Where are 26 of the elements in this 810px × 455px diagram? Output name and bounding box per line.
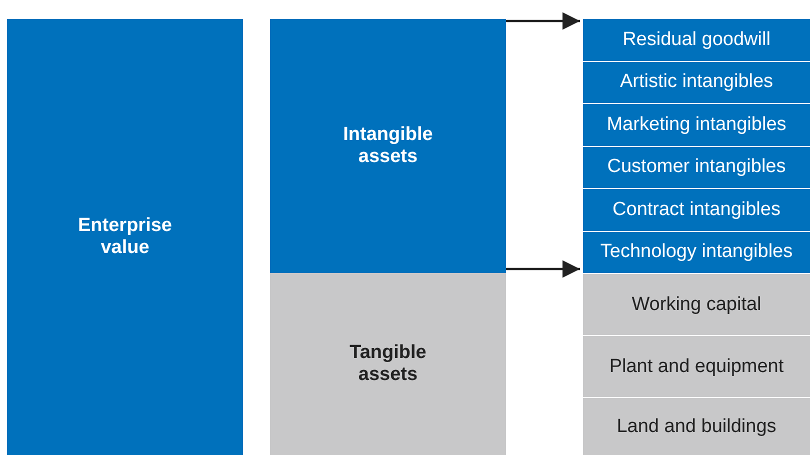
box-label: Customer intangibles: [607, 156, 786, 178]
box-label: Technology intangibles: [600, 241, 793, 264]
box-label: Marketing intangibles: [606, 114, 786, 136]
category-box: [583, 189, 810, 230]
box-label: Residual goodwill: [622, 28, 770, 51]
box-label: Intangible assets: [342, 124, 434, 168]
category-box: [270, 19, 506, 273]
box-label: Tangible assets: [348, 342, 428, 386]
category-box: [583, 398, 810, 455]
arrow: [506, 12, 580, 30]
box-label: Land and buildings: [616, 416, 776, 438]
category-box: [583, 19, 810, 60]
category-box: [583, 104, 810, 146]
box-label: Enterprise value: [77, 215, 173, 259]
arrow: [506, 260, 580, 278]
box-label: Artistic intangibles: [620, 71, 774, 94]
box-label: Contract intangibles: [612, 198, 780, 221]
category-box: [583, 232, 810, 273]
category-box: [583, 62, 810, 103]
category-box: [7, 19, 243, 455]
category-box: [270, 273, 506, 455]
box-label: Working capital: [632, 294, 762, 316]
category-box: [583, 274, 810, 335]
box-label: Plant and equipment: [609, 356, 784, 378]
category-box: [583, 336, 810, 397]
category-box: [583, 146, 810, 188]
